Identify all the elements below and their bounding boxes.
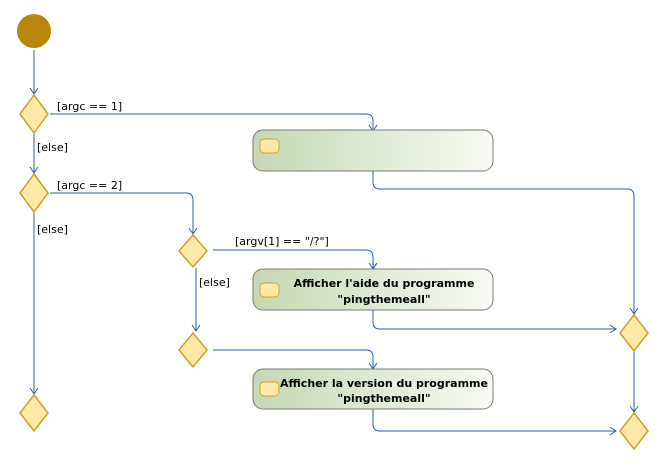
guard-labels: [argc == 1] [else] [argc == 2] [else] [a…: [37, 100, 329, 289]
action-label-line-2: "pingthemeall": [337, 293, 430, 306]
action-box[interactable]: [252, 368, 494, 410]
decision-node-argv: [178, 233, 208, 269]
decision-node-argc1: [19, 93, 49, 135]
arrowhead: [609, 324, 617, 334]
flow-action2-to-merge1: [372, 310, 615, 330]
merge-node-else: [178, 331, 208, 369]
action-node-empty[interactable]: [252, 129, 494, 172]
action-label-line-1: Afficher l'aide du programme: [294, 277, 475, 290]
action-label-line-1: Afficher la version du programme: [280, 377, 488, 390]
merge-node-right-1: [619, 313, 649, 353]
end-node-left: [19, 393, 49, 433]
flow-action1-to-merge1: [372, 171, 635, 313]
merge-node-right-2: [619, 411, 649, 451]
action-label-line-2: "pingthemeall": [337, 392, 430, 405]
flow-d1-to-action1: [50, 113, 374, 130]
action-box[interactable]: [252, 129, 494, 172]
guard-else-2: [else]: [37, 223, 68, 236]
flow-action3-to-merge2: [372, 409, 615, 432]
flow-d3-to-action2: [213, 249, 374, 268]
arrowhead: [609, 426, 617, 436]
action-box[interactable]: [252, 268, 494, 311]
guard-argv: [argv[1] == "/?"]: [235, 235, 329, 248]
action-node-version[interactable]: Afficher la version du programme "pingth…: [252, 368, 494, 410]
guard-argc-2: [argc == 2]: [57, 179, 122, 192]
flow-d4-to-action3: [213, 349, 374, 368]
arrowhead: [191, 324, 201, 332]
flow-d2-to-d3: [50, 192, 194, 233]
initial-node: [17, 14, 51, 48]
action-icon: [259, 381, 280, 397]
decision-nodes: [19, 93, 649, 451]
decision-node-argc2: [19, 172, 49, 214]
action-node-help[interactable]: Afficher l'aide du programme "pingthemea…: [252, 268, 494, 311]
guard-else-3: [else]: [199, 276, 230, 289]
action-icon: [259, 138, 280, 154]
control-flows: [33, 50, 635, 432]
guard-argc-1: [argc == 1]: [57, 100, 122, 113]
action-icon: [259, 282, 280, 298]
guard-else-1: [else]: [37, 141, 68, 154]
